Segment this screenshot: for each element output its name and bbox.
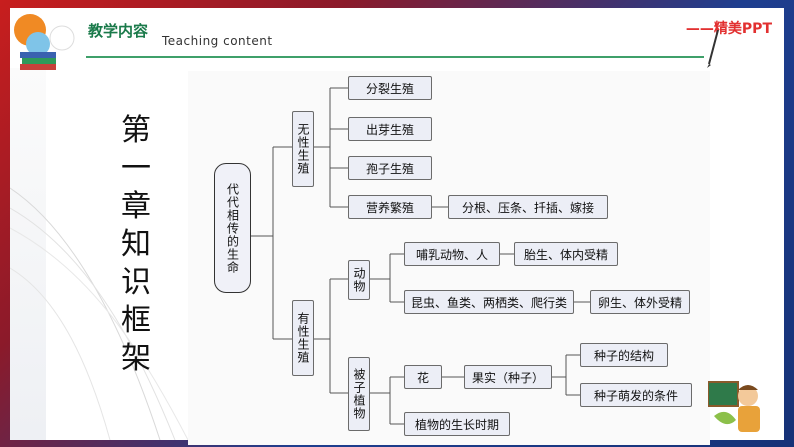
header-subtitle: Teaching content <box>162 34 273 48</box>
fission-reproduction-node: 分裂生殖 <box>348 76 432 100</box>
books-globe-logo-icon <box>14 14 75 70</box>
angiosperms-node: 被子植物 <box>348 357 370 431</box>
slide-left-band <box>10 68 46 440</box>
root-node-life-inheritance: 代代相传的生命 <box>214 163 251 293</box>
chapter-title-char: 框 <box>121 303 151 338</box>
budding-reproduction-node: 出芽生殖 <box>348 117 432 141</box>
pen-icon <box>707 29 719 68</box>
mammals-node: 哺乳动物、人 <box>404 242 500 266</box>
chapter-title-char: 一 <box>121 151 151 186</box>
sexual-reproduction-node: 有性生殖 <box>292 300 314 376</box>
chapter-title-char: 章 <box>121 189 151 224</box>
brand-label: ——精美PPT <box>685 21 772 37</box>
spore-reproduction-node: 孢子生殖 <box>348 156 432 180</box>
connector-lines <box>251 87 590 425</box>
flower-node: 花 <box>404 365 442 389</box>
vegetative-propagation-node: 营养繁殖 <box>348 195 432 219</box>
chapter-title-char: 架 <box>121 341 151 376</box>
header-title: 教学内容 <box>88 22 149 40</box>
asexual-reproduction-node: 无性生殖 <box>292 111 314 187</box>
chapter-title-char: 知 <box>121 227 151 262</box>
fruit-seed-node: 果实（种子） <box>464 365 552 389</box>
animals-node: 动物 <box>348 260 370 300</box>
teacher-at-blackboard-icon <box>708 381 760 432</box>
seed-germination-node: 种子萌发的条件 <box>580 383 692 407</box>
other-animals-result-node: 卵生、体外受精 <box>590 290 690 314</box>
decorative-curves <box>10 187 189 440</box>
slide: 教学内容 Teaching content ——精美PPT 第 一 章 知 识 … <box>10 8 784 445</box>
seed-structure-node: 种子的结构 <box>580 343 668 367</box>
chapter-title-char: 识 <box>121 265 151 300</box>
knowledge-framework-diagram: 代代相传的生命 无性生殖 分裂生殖 出芽生殖 孢子生殖 营养繁殖 分根、压条、扦… <box>188 71 710 445</box>
other-animals-node: 昆虫、鱼类、两栖类、爬行类 <box>404 290 574 314</box>
chapter-title-vertical: 第 一 章 知 识 框 架 <box>114 112 158 378</box>
header-divider <box>86 56 704 58</box>
vegetative-methods-node: 分根、压条、扦插、嫁接 <box>448 195 608 219</box>
chapter-title-char: 第 <box>121 113 151 148</box>
mammals-result-node: 胎生、体内受精 <box>514 242 618 266</box>
plant-growth-stages-node: 植物的生长时期 <box>404 412 510 436</box>
